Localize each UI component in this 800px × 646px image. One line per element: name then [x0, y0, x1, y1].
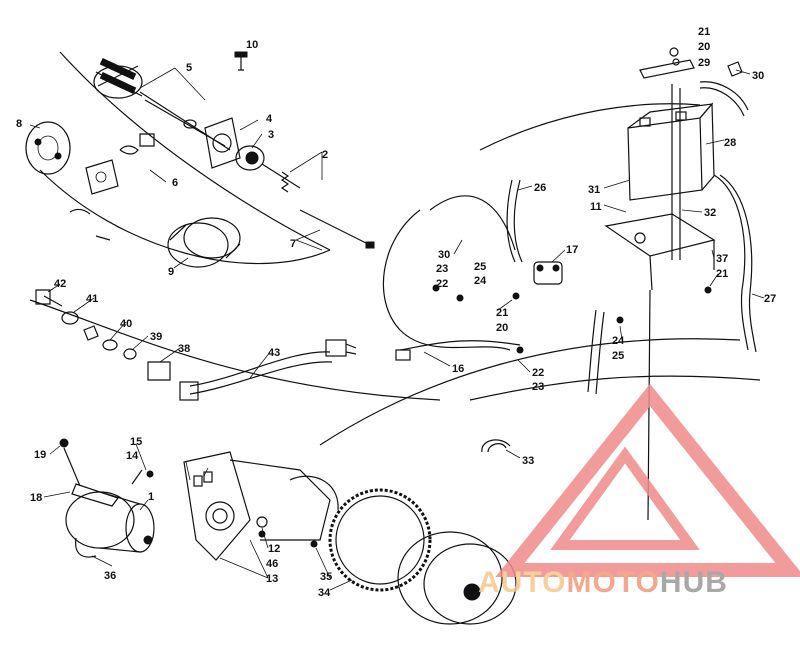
- callout-42: 42: [54, 278, 66, 290]
- callout-4: 4: [266, 113, 273, 125]
- watermark-triangle-icon: [495, 383, 800, 577]
- callout-27: 27: [764, 293, 776, 305]
- callout-25-low: 25: [612, 350, 624, 362]
- watermark-text: AUTOMOTOHUB: [478, 566, 728, 599]
- callout-18: 18: [30, 492, 42, 504]
- callout-15: 15: [130, 436, 142, 448]
- callout-22-low: 22: [532, 367, 544, 379]
- callout-32: 32: [704, 207, 716, 219]
- callout-34: 34: [318, 587, 331, 599]
- callout-10: 10: [246, 39, 258, 51]
- callout-37: 37: [716, 253, 728, 265]
- background-curves: [29, 51, 761, 446]
- callout-33: 33: [522, 455, 534, 467]
- callout-17: 17: [566, 244, 578, 256]
- callout-8: 8: [16, 118, 22, 130]
- watermark-hub: HUB: [660, 566, 728, 599]
- callout-23-low: 23: [532, 381, 544, 393]
- callout-2: 2: [322, 149, 328, 161]
- callout-21-right: 21: [716, 268, 728, 280]
- callout-20-top: 20: [698, 41, 710, 53]
- callout-40: 40: [120, 318, 132, 330]
- callout-21-low: 21: [496, 307, 508, 319]
- callout-20-low: 20: [496, 322, 508, 334]
- watermark-auto: AUTO: [478, 566, 566, 599]
- callout-23-mid: 23: [436, 263, 448, 275]
- callout-14: 14: [126, 450, 139, 462]
- callout-19: 19: [34, 449, 46, 461]
- callout-13: 13: [266, 573, 278, 585]
- callout-labels: 10 5 8 4 3 2 6 7 9 42 41 40 39 38 43 21 …: [16, 26, 776, 599]
- callout-21-top: 21: [698, 26, 710, 38]
- callout-25-mid: 25: [474, 261, 486, 273]
- callout-46: 46: [266, 558, 278, 570]
- callout-41: 41: [86, 293, 98, 305]
- ignition-switch-group: [35, 289, 357, 401]
- callout-6: 6: [172, 177, 178, 189]
- callout-1: 1: [148, 491, 154, 503]
- callout-39: 39: [150, 331, 162, 343]
- callout-35: 35: [320, 571, 332, 583]
- callout-5: 5: [186, 62, 192, 74]
- callout-22-mid: 22: [436, 278, 448, 290]
- callout-16: 16: [452, 363, 464, 375]
- callout-26: 26: [534, 182, 546, 194]
- retaining-ring: [481, 439, 511, 453]
- callout-11: 11: [590, 201, 602, 213]
- starter-armature-group: [25, 51, 375, 268]
- watermark-inner-triangle-icon: [550, 446, 700, 550]
- starter-mount-group: [59, 438, 517, 625]
- callout-43: 43: [268, 347, 280, 359]
- callout-30-mid: 30: [438, 249, 450, 261]
- callout-3: 3: [268, 129, 274, 141]
- callout-29: 29: [698, 57, 710, 69]
- automotohub-watermark: AUTOMOTOHUB: [478, 383, 800, 599]
- callout-28: 28: [724, 137, 736, 149]
- callout-24-low: 24: [612, 335, 625, 347]
- leader-lines: [29, 67, 765, 591]
- callout-31: 31: [588, 184, 600, 196]
- callout-7: 7: [290, 238, 296, 250]
- callout-30-top: 30: [752, 70, 764, 82]
- callout-9: 9: [168, 266, 174, 278]
- callout-38: 38: [178, 343, 190, 355]
- callout-24-mid: 24: [474, 275, 487, 287]
- watermark-moto: MOTO: [566, 566, 659, 599]
- callout-12: 12: [268, 543, 280, 555]
- callout-36: 36: [104, 570, 116, 582]
